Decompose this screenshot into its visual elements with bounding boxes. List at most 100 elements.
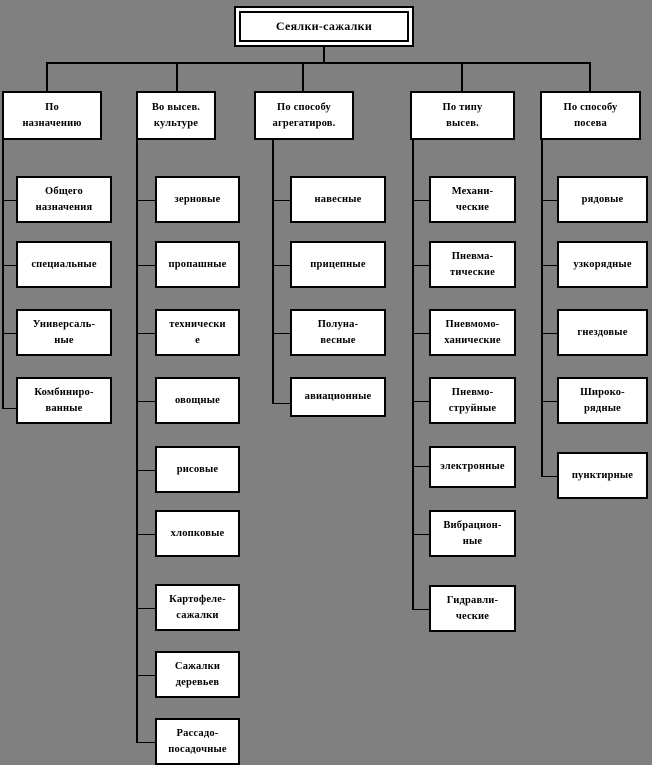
node-col1-item1-line-1: Общего [45,186,83,198]
node-col4-item3-line-2: ханические [444,334,501,346]
node-col3-item1[interactable]: навесные [290,176,386,223]
node-col2-item5[interactable]: рисовые [155,446,240,493]
column-spine-3 [272,140,274,404]
column-spine-2 [136,140,138,743]
header-drop-4 [461,62,463,91]
column-2-stub-7 [136,608,155,609]
column-1-stub-3 [2,333,16,334]
column-1-stub-2 [2,265,16,266]
node-col5-item5[interactable]: пунктирные [557,452,648,499]
column-4-stub-1 [412,200,429,201]
column-5-stub-1 [541,200,557,201]
node-col2-item6-line-1: хлопковые [170,527,225,539]
column-4-stub-6 [412,534,429,535]
node-col4-item1-line-2: ческие [455,201,490,213]
column-header-2-line-1: Во высев. [151,102,201,114]
root-node-label: Сеялки-сажалки [239,11,409,42]
column-3-stub-4 [272,403,290,404]
node-col2-item1[interactable]: зерновые [155,176,240,223]
column-2-stub-5 [136,470,155,471]
node-col3-item3[interactable]: Полуна- весные [290,309,386,356]
column-2-stub-1 [136,200,155,201]
header-drop-1 [46,62,48,91]
column-2-stub-8 [136,675,155,676]
root-node: Сеялки-сажалки [234,6,414,47]
column-header-2[interactable]: Во высев. культуре [136,91,216,140]
node-col2-item9-line-1: Рассадо- [176,728,219,740]
node-col4-item7-line-1: Гидравли- [446,595,499,607]
root-stem [323,47,325,63]
node-col2-item5-line-1: рисовые [176,463,219,475]
column-header-4-line-1: По типу [442,102,483,114]
node-col2-item1-line-1: зерновые [174,193,221,205]
column-header-3-line-1: По способу [276,102,331,114]
column-header-1[interactable]: По назначению [2,91,102,140]
node-col4-item2-line-2: тические [450,266,495,278]
node-col1-item2[interactable]: специальные [16,241,112,288]
node-col5-item3-line-1: гнездовые [577,326,628,338]
column-4-stub-5 [412,466,429,467]
node-col4-item2[interactable]: Пневма- тические [429,241,516,288]
column-spine-4 [412,140,414,610]
node-col4-item4[interactable]: Пневмо- струйные [429,377,516,424]
header-drop-3 [302,62,304,91]
column-header-5[interactable]: По способу посева [540,91,641,140]
node-col2-item8[interactable]: Сажалки деревьев [155,651,240,698]
node-col2-item4[interactable]: овощные [155,377,240,424]
column-4-stub-3 [412,333,429,334]
node-col4-item6-line-1: Вибрацион- [443,520,502,532]
node-col4-item5[interactable]: электронные [429,446,516,488]
node-col5-item2-line-1: узкорядные [573,258,632,270]
node-col4-item1-line-1: Механи- [451,186,494,198]
column-5-stub-4 [541,401,557,402]
column-3-stub-2 [272,265,290,266]
level1-bus [46,62,591,64]
column-2-stub-4 [136,401,155,402]
node-col2-item2-line-1: пропашные [168,258,227,270]
node-col4-item1[interactable]: Механи- ческие [429,176,516,223]
column-header-3-line-2: агрегатиров. [272,117,336,129]
column-2-stub-9 [136,742,155,743]
node-col5-item4[interactable]: Широко- рядные [557,377,648,424]
column-spine-5 [541,140,543,477]
column-2-stub-3 [136,333,155,334]
node-col1-item1-line-2: назначения [35,201,93,213]
node-col3-item1-line-1: навесные [314,193,362,205]
column-5-stub-5 [541,476,557,477]
header-drop-5 [589,62,591,91]
column-header-3[interactable]: По способу агрегатиров. [254,91,354,140]
node-col5-item2[interactable]: узкорядные [557,241,648,288]
node-col4-item5-line-1: электронные [440,461,505,473]
node-col2-item9[interactable]: Рассадо- посадочные [155,718,240,765]
column-header-4[interactable]: По типу высев. [410,91,515,140]
column-header-5-line-2: посева [574,117,607,129]
column-2-stub-6 [136,534,155,535]
node-col2-item7-line-1: Картофеле- [169,594,226,606]
node-col2-item6[interactable]: хлопковые [155,510,240,557]
node-col5-item1[interactable]: рядовые [557,176,648,223]
node-col2-item2[interactable]: пропашные [155,241,240,288]
node-col4-item7-line-2: ческие [455,610,490,622]
node-col2-item3[interactable]: технически е [155,309,240,356]
node-col4-item3-line-1: Пневмомо- [445,319,500,331]
node-col1-item3-line-1: Универсаль- [32,319,96,331]
node-col1-item1[interactable]: Общего назначения [16,176,112,223]
node-col1-item4-line-1: Комбиниро- [34,387,94,399]
node-col3-item2[interactable]: прицепные [290,241,386,288]
column-3-stub-3 [272,333,290,334]
node-col4-item6[interactable]: Вибрацион- ные [429,510,516,557]
node-col4-item7[interactable]: Гидравли- ческие [429,585,516,632]
node-col2-item8-line-2: деревьев [175,676,220,688]
column-5-stub-3 [541,333,557,334]
node-col5-item3[interactable]: гнездовые [557,309,648,356]
node-col3-item4-line-1: авиационные [304,391,372,403]
node-col4-item3[interactable]: Пневмомо- ханические [429,309,516,356]
node-col2-item7[interactable]: Картофеле- сажалки [155,584,240,631]
column-4-stub-2 [412,265,429,266]
node-col5-item4-line-2: рядные [584,402,621,414]
node-col1-item4[interactable]: Комбиниро- ванные [16,377,112,424]
node-col1-item3[interactable]: Универсаль- ные [16,309,112,356]
header-drop-2 [176,62,178,91]
node-col3-item4[interactable]: авиационные [290,377,386,417]
